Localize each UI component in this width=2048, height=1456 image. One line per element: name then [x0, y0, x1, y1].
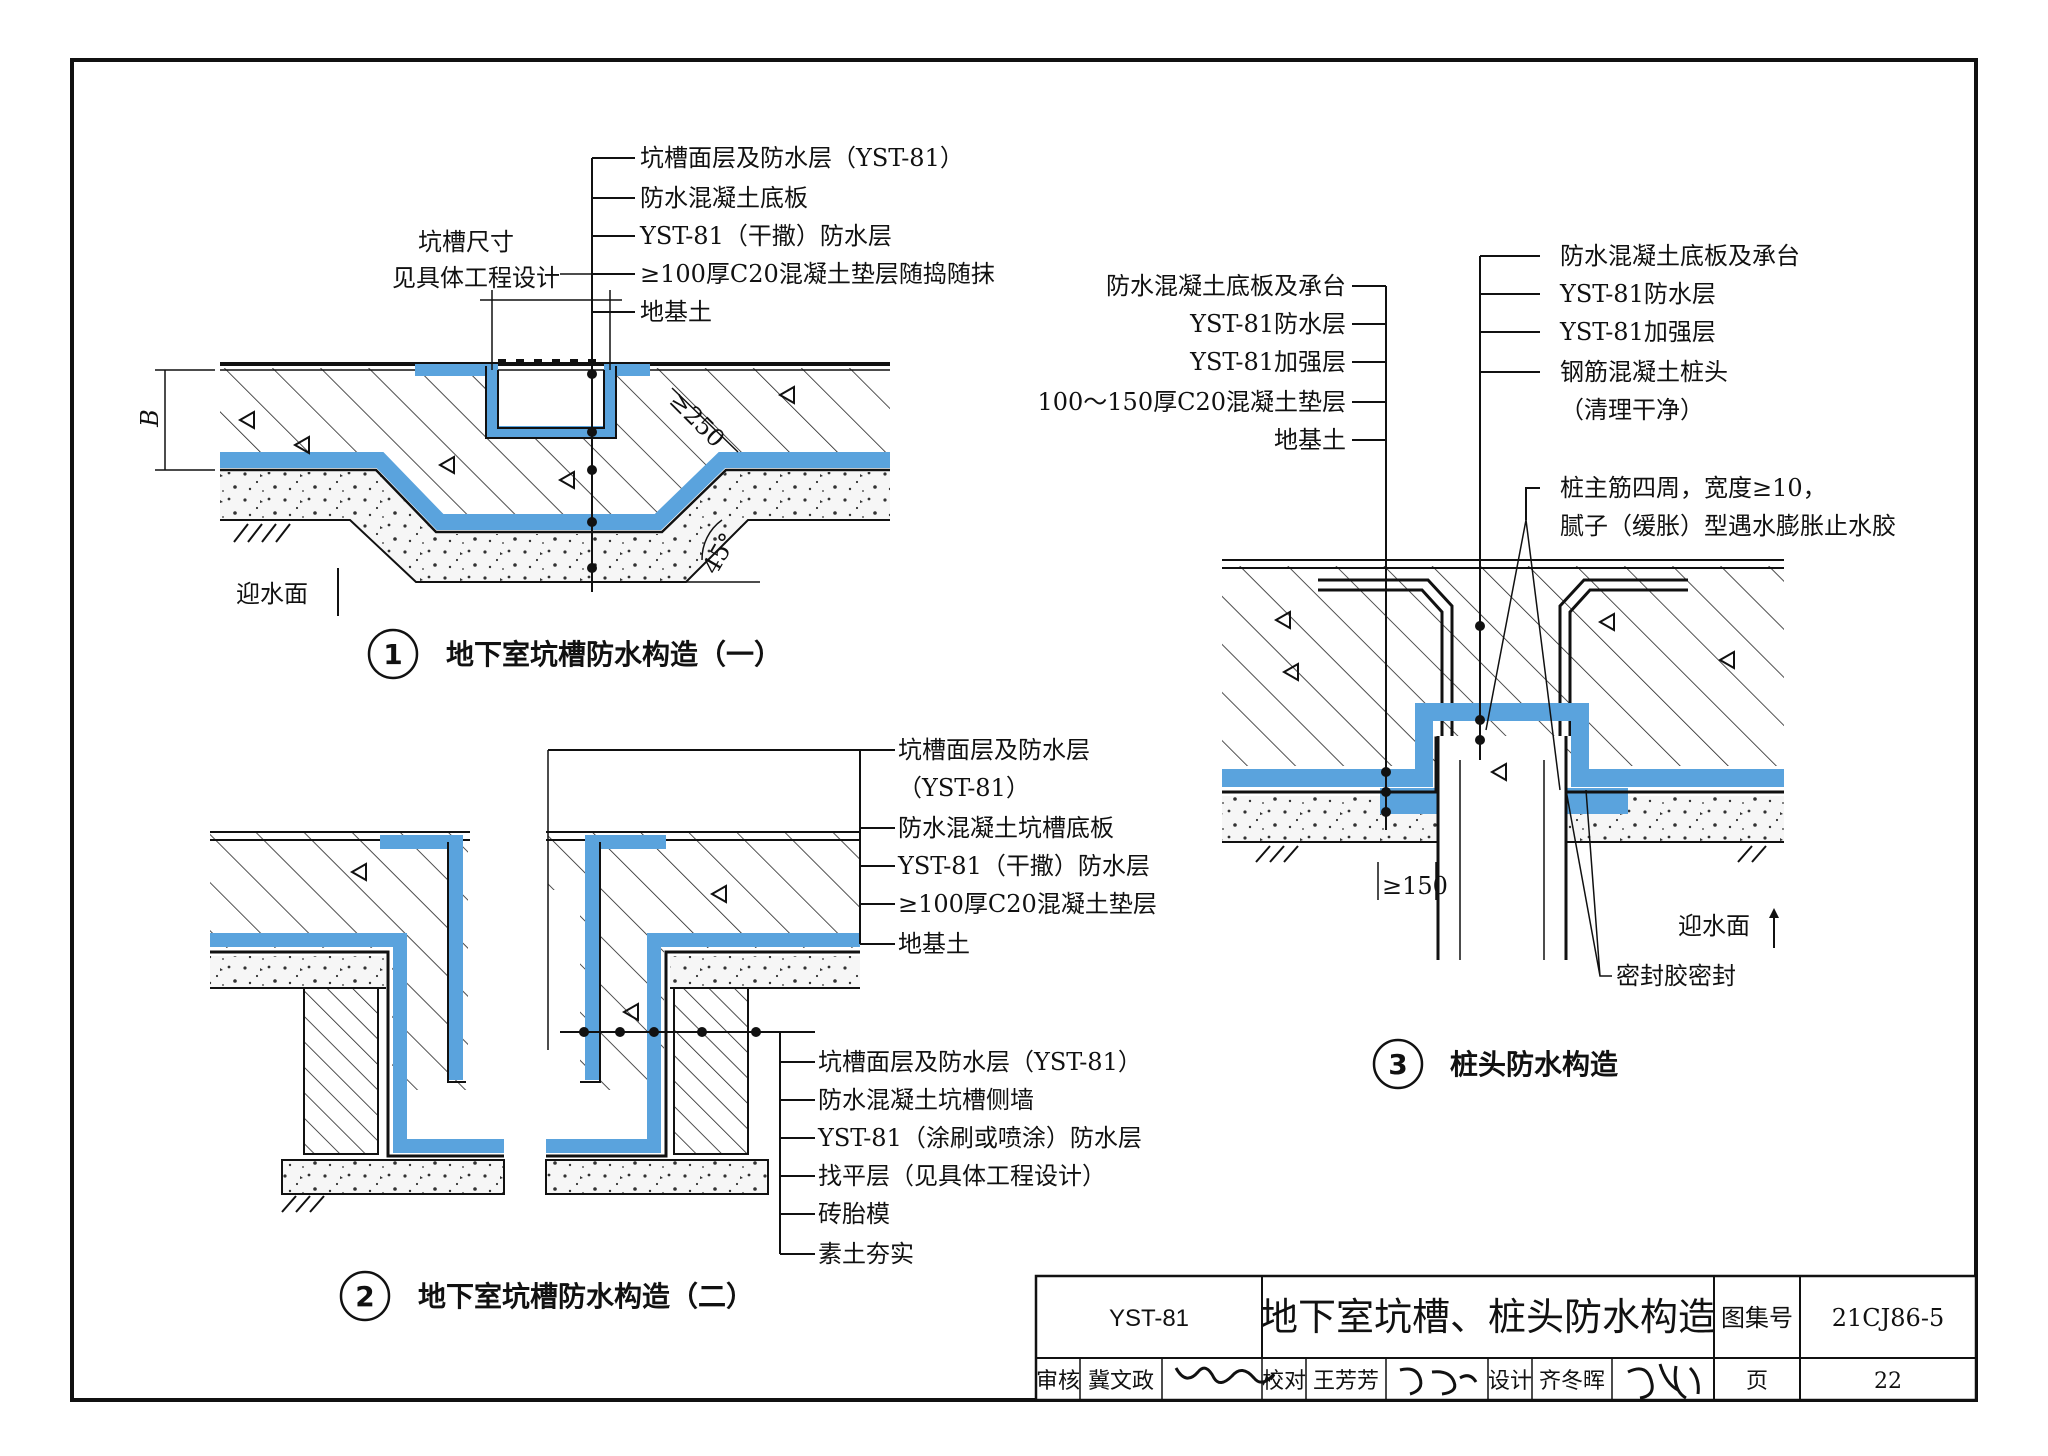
detail-2-caption: 地下室坑槽防水构造（二）: [418, 1280, 754, 1313]
drawing-title: 地下室坑槽、桩头防水构造: [1260, 1295, 1716, 1339]
detail-3-left-label-1: YST-81防水层: [1189, 310, 1346, 338]
designer-signature: [1627, 1363, 1700, 1400]
detail-1-number-circle: [367, 628, 419, 680]
detail-3-number-circle: [1372, 1038, 1424, 1090]
detail-2-top-label-2: 防水混凝土坑槽底板: [898, 814, 1114, 842]
reviewer-signature: [1174, 1366, 1276, 1384]
dim-b: B: [136, 409, 164, 428]
product-code: YST-81: [1109, 1305, 1189, 1332]
detail-3-number: 3: [1388, 1048, 1407, 1081]
detail-2-side-label-4: 砖胎模: [818, 1200, 890, 1228]
detail-2-side-label-1: 防水混凝土坑槽侧墙: [818, 1086, 1034, 1114]
detail-3-right-label-2: YST-81加强层: [1559, 318, 1716, 346]
reviewer-name: 冀文政: [1088, 1369, 1154, 1394]
pit-note-2: 见具体工程设计: [392, 264, 560, 292]
check-label: 校对: [1262, 1369, 1306, 1394]
detail-2-number: 2: [355, 1280, 374, 1313]
detail-3-right-label-1: YST-81防水层: [1559, 280, 1716, 308]
detail-3-left-label-0: 防水混凝土底板及承台: [1106, 272, 1346, 300]
detail-3-right-label-0: 防水混凝土底板及承台: [1560, 242, 1800, 270]
detail-2-drawing: [210, 749, 895, 1255]
detail-1-caption: 地下室坑槽防水构造（一）: [446, 638, 782, 671]
atlas-number: 21CJ86-5: [1832, 1304, 1944, 1332]
checker-name: 王芳芳: [1313, 1369, 1379, 1394]
water-side-3: 迎水面: [1678, 912, 1750, 940]
rebar-note-2: 腻子（缓胀）型遇水膨胀止水胶: [1560, 512, 1896, 540]
design-label: 设计: [1488, 1369, 1532, 1394]
detail-3-caption: 桩头防水构造: [1450, 1048, 1618, 1081]
detail-2-top-label-0: 坑槽面层及防水层: [898, 736, 1090, 764]
detail-3-left-label-4: 地基土: [1274, 426, 1346, 454]
detail-3-left-label-3: 100～150厚C20混凝土垫层: [1037, 388, 1346, 416]
pit-note-1: 坑槽尺寸: [418, 228, 514, 256]
detail-2-side-label-3: 找平层（见具体工程设计）: [818, 1162, 1106, 1190]
water-side-1: 迎水面: [236, 580, 308, 608]
detail-3-drawing: [1222, 255, 1784, 977]
title-block: [1034, 1274, 1978, 1402]
detail-2-side-label-0: 坑槽面层及防水层（YST-81）: [818, 1048, 1142, 1076]
detail-2-number-circle: [339, 1270, 391, 1322]
detail-2-side-label-2: YST-81（涂刷或喷涂）防水层: [817, 1124, 1142, 1152]
detail-1-label-2: YST-81（干撒）防水层: [639, 222, 892, 250]
detail-1-number: 1: [383, 638, 402, 671]
detail-3-left-label-2: YST-81加强层: [1189, 348, 1346, 376]
detail-2-top-label-4: ≥100厚C20混凝土垫层: [898, 890, 1157, 918]
page-label: 页: [1746, 1369, 1768, 1394]
page-number: 22: [1874, 1369, 1902, 1394]
detail-2-top-label-5: 地基土: [898, 930, 970, 958]
dim-150: ≥150: [1382, 872, 1448, 900]
sheet-border: [70, 58, 1978, 1402]
detail-3-right-label-4: （清理干净）: [1560, 396, 1704, 424]
atlas-label: 图集号: [1721, 1304, 1793, 1332]
detail-1-label-0: 坑槽面层及防水层（YST-81）: [640, 144, 964, 172]
detail-2-side-label-5: 素土夯实: [818, 1240, 914, 1268]
bottom-membrane: [220, 452, 890, 530]
sealant-label: 密封胶密封: [1616, 962, 1736, 990]
detail-3-right-label-3: 钢筋混凝土桩头: [1560, 358, 1728, 386]
detail-1-label-3: ≥100厚C20混凝土垫层随捣随抹: [640, 260, 995, 288]
review-label: 审核: [1036, 1369, 1080, 1394]
rebar-note-1: 桩主筋四周，宽度≥10，: [1560, 474, 1827, 502]
detail-2-top-label-1: （YST-81）: [898, 774, 1030, 802]
detail-2-top-label-3: YST-81（干撒）防水层: [897, 852, 1150, 880]
detail-1-drawing: B ≥250 45°: [136, 157, 890, 616]
detail-1-label-1: 防水混凝土底板: [640, 184, 808, 212]
checker-signature: [1399, 1367, 1478, 1396]
detail-1-label-4: 地基土: [640, 298, 712, 326]
designer-name: 齐冬晖: [1539, 1369, 1605, 1394]
